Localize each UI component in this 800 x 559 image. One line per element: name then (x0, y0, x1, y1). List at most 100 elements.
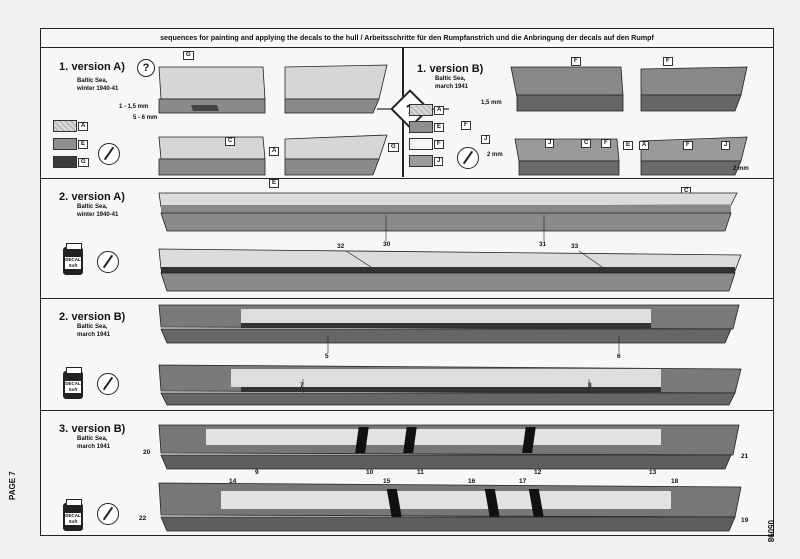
decal-softener-jar-icon: DECAL Soft (63, 367, 83, 399)
step1b-title: 1. version B) (417, 61, 483, 75)
part-number-21: 21 (741, 453, 749, 460)
step-version: version B) (71, 311, 126, 323)
location-line1: Baltic Sea, (77, 436, 108, 442)
color-tag-F: F (683, 141, 693, 150)
part-number-12: 12 (534, 469, 542, 476)
step2a-band: 2. version A) Baltic Sea, winter 1940-41… (41, 179, 773, 299)
color-tag-J: J (481, 135, 491, 144)
location-line1: Baltic Sea, (77, 78, 108, 84)
step-version: version A) (71, 61, 125, 73)
paintbrush-icon (97, 251, 119, 273)
dim-label-1: 1,5 mm (481, 100, 502, 106)
color-tag-F: F (434, 140, 444, 149)
kit-code: 05098 (766, 520, 775, 543)
decal-softener-jar-icon: DECAL Soft (63, 243, 83, 275)
color-swatch-E (409, 121, 433, 133)
color-tag-J: J (434, 157, 444, 166)
part-number-15: 15 (383, 478, 391, 485)
part-number-14: 14 (229, 478, 237, 485)
dim-label-3: 2 mm (733, 166, 749, 172)
question-icon: ? (137, 59, 155, 77)
part-number-10: 10 (366, 469, 374, 476)
paintbrush-icon (457, 147, 479, 169)
part-number-30: 30 (383, 241, 391, 248)
color-swatch-A (409, 104, 433, 116)
part-number-17: 17 (519, 478, 527, 485)
part-number-19: 19 (741, 517, 749, 524)
part-number-16: 16 (468, 478, 476, 485)
color-swatch-F (409, 138, 433, 150)
location-line1: Baltic Sea, (435, 76, 466, 82)
color-tag-E: E (269, 179, 280, 188)
part-number-33: 33 (571, 243, 579, 250)
step3b-title: 3. version B) (59, 421, 125, 435)
part-number-9: 9 (255, 469, 259, 476)
step1a-location: Baltic Sea, winter 1940-41 (77, 77, 118, 93)
color-tag-E: E (434, 123, 445, 132)
step-version: version A) (71, 191, 125, 203)
color-swatch-J (409, 155, 433, 167)
color-tag-C: C (581, 139, 592, 148)
part-number-18: 18 (671, 478, 679, 485)
step-number: 3. (59, 423, 69, 435)
paintbrush-icon (97, 373, 119, 395)
dim-label-2: 5 - 6 mm (133, 115, 158, 121)
step3b-location: Baltic Sea, march 1941 (77, 435, 110, 451)
step2b-hull-drawings (158, 304, 742, 406)
color-tag-G: G (388, 143, 399, 152)
step2a-location: Baltic Sea, winter 1940-41 (77, 203, 118, 219)
step1a-title: 1. version A) (59, 59, 125, 73)
color-tag-F: F (663, 57, 673, 66)
location-line1: Baltic Sea, (77, 324, 108, 330)
color-swatch-E (53, 138, 77, 150)
location-line1: Baltic Sea, (77, 204, 108, 210)
location-line2: winter 1940-41 (77, 86, 119, 92)
part-number-8: 8 (588, 382, 592, 389)
color-tag-E: E (78, 140, 89, 149)
step2a-hull-drawings (158, 192, 742, 292)
part-number-5: 5 (325, 353, 329, 360)
step3b-band: 3. version B) Baltic Sea, march 1941 DEC… (41, 411, 773, 537)
page-header: sequences for painting and applying the … (41, 29, 773, 48)
step1-hull-drawings (158, 64, 748, 176)
part-number-32: 32 (337, 243, 345, 250)
part-number-22: 22 (139, 515, 147, 522)
jar-label: DECAL Soft (65, 513, 81, 525)
location-line2: march 1941 (77, 332, 111, 338)
step-number: 1. (417, 63, 427, 75)
page-number: PAGE 7 (8, 471, 17, 500)
color-tag-F: F (571, 57, 581, 66)
color-tag-E: E (623, 141, 634, 150)
color-swatch-A (53, 120, 77, 132)
location-line2: march 1941 (77, 444, 111, 450)
part-number-31: 31 (539, 241, 547, 248)
color-swatch-G (53, 156, 77, 168)
step2b-band: 2. version B) Baltic Sea, march 1941 DEC… (41, 299, 773, 411)
location-line2: winter 1940-41 (77, 212, 119, 218)
decal-softener-jar-icon: DECAL Soft (63, 499, 83, 531)
step2a-title: 2. version A) (59, 189, 125, 203)
jar-label: DECAL Soft (65, 257, 81, 269)
step-number: 2. (59, 191, 69, 203)
color-tag-F: F (461, 121, 471, 130)
location-line2: march 1941 (435, 84, 469, 90)
step1-band: 1. version A) ? Baltic Sea, winter 1940-… (41, 47, 773, 196)
color-tag-F: F (601, 139, 611, 148)
paintbrush-icon (97, 503, 119, 525)
color-tag-A: A (78, 122, 89, 131)
dim-label-1: 1 - 1,5 mm (119, 104, 149, 110)
part-number-6: 6 (617, 353, 621, 360)
color-tag-J: J (721, 141, 731, 150)
color-tag-G: G (78, 158, 89, 167)
step-number: 1. (59, 61, 69, 73)
color-tag-A: A (434, 106, 445, 115)
step-version: version B) (71, 423, 126, 435)
part-number-7: 7 (300, 382, 304, 389)
color-tag-A: A (639, 141, 650, 150)
step3b-hull-drawings (158, 424, 742, 532)
color-tag-A: A (269, 147, 280, 156)
color-tag-G: G (183, 51, 194, 60)
part-number-13: 13 (649, 469, 657, 476)
step2b-location: Baltic Sea, march 1941 (77, 323, 110, 339)
part-number-20: 20 (143, 449, 151, 456)
